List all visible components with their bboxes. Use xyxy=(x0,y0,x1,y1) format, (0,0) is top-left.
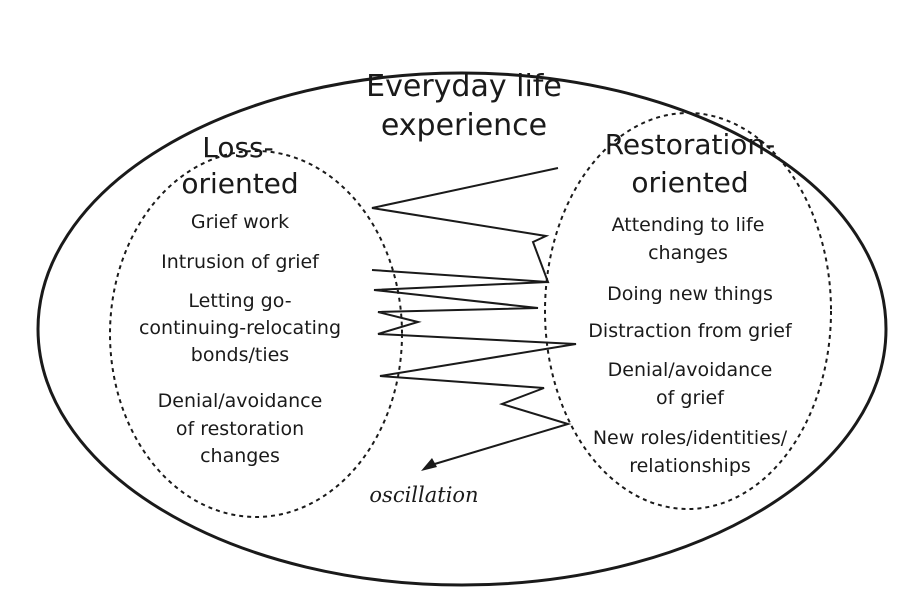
loss-item-grief-work: Grief work xyxy=(191,211,289,233)
loss-heading-line-1: Loss- xyxy=(202,131,274,164)
oscillation-zigzag-line xyxy=(371,167,577,467)
loss-heading-line-2: oriented xyxy=(181,167,298,200)
restoration-item-new-things: Doing new things xyxy=(607,283,773,305)
loss-item-denial-3: changes xyxy=(200,445,280,467)
restoration-item-new-roles-1: New roles/identities/ xyxy=(593,427,788,449)
restoration-heading-line-1: Restoration- xyxy=(605,128,776,161)
restoration-item-attending-2: changes xyxy=(648,242,728,264)
restoration-item-denial-1: Denial/avoidance xyxy=(608,359,773,381)
restoration-heading-line-2: oriented xyxy=(631,166,748,199)
diagram-title-line-2: experience xyxy=(381,108,547,143)
diagram-title-line-1: Everyday life xyxy=(366,69,562,104)
everyday-life-ellipse xyxy=(36,71,888,587)
oscillation-label: oscillation xyxy=(369,483,478,507)
restoration-oriented-ellipse xyxy=(544,112,832,510)
restoration-item-new-roles-2: relationships xyxy=(629,455,751,477)
loss-item-letting-go-2: continuing-relocating xyxy=(139,317,341,339)
loss-item-letting-go-1: Letting go- xyxy=(188,290,291,312)
loss-item-denial-1: Denial/avoidance xyxy=(158,390,323,412)
loss-item-letting-go-3: bonds/ties xyxy=(191,344,289,366)
restoration-item-attending-1: Attending to life xyxy=(612,214,765,236)
loss-oriented-ellipse xyxy=(109,150,403,518)
restoration-item-distraction: Distraction from grief xyxy=(588,320,793,342)
oscillation-arrowhead xyxy=(421,458,437,471)
loss-item-intrusion: Intrusion of grief xyxy=(161,251,320,273)
loss-item-denial-2: of restoration xyxy=(176,418,304,440)
restoration-item-denial-2: of grief xyxy=(656,387,725,409)
